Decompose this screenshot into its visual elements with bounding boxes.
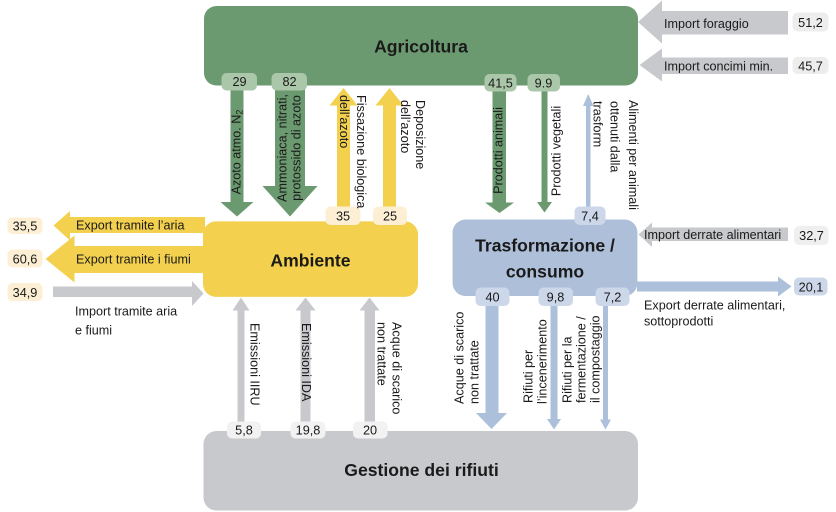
- svg-text:protossido di azoto: protossido di azoto: [290, 95, 304, 201]
- svg-text:51,2: 51,2: [798, 16, 823, 30]
- svg-text:Ammoniaca, nitrati,: Ammoniaca, nitrati,: [276, 94, 290, 202]
- svg-text:40: 40: [485, 291, 499, 305]
- svg-text:Prodotti vegetali: Prodotti vegetali: [550, 106, 564, 196]
- svg-text:Azoto atmo. N2: Azoto atmo. N2: [230, 110, 245, 195]
- svg-text:Rifiuti per: Rifiuti per: [522, 350, 536, 403]
- svg-text:32,7: 32,7: [799, 229, 824, 243]
- svg-text:Import tramite aria: Import tramite aria: [75, 305, 177, 319]
- svg-text:9.9: 9.9: [535, 77, 553, 91]
- svg-text:Ambiente: Ambiente: [270, 250, 350, 270]
- svg-text:82: 82: [282, 75, 296, 89]
- svg-text:dell’azoto: dell’azoto: [398, 100, 412, 153]
- svg-text:9,8: 9,8: [547, 291, 565, 305]
- svg-text:Export tramite l’aria: Export tramite l’aria: [76, 219, 184, 233]
- svg-text:45,7: 45,7: [798, 60, 823, 74]
- svg-text:Import derrate alimentari: Import derrate alimentari: [644, 228, 781, 242]
- svg-text:35: 35: [336, 210, 350, 224]
- svg-text:Gestione dei rifiuti: Gestione dei rifiuti: [344, 460, 498, 480]
- svg-text:35,5: 35,5: [13, 220, 38, 234]
- svg-text:25: 25: [383, 210, 397, 224]
- svg-text:Export derrate alimentari,: Export derrate alimentari,: [644, 299, 785, 313]
- svg-text:Deposizione: Deposizione: [413, 100, 427, 169]
- svg-text:Fissazione biologica: Fissazione biologica: [354, 95, 368, 208]
- svg-text:Import foraggio: Import foraggio: [664, 17, 749, 31]
- svg-text:Emissioni IIRU: Emissioni IIRU: [248, 323, 262, 406]
- svg-text:dell’azoto: dell’azoto: [337, 95, 351, 148]
- svg-text:Export tramite i fiumi: Export tramite i fiumi: [76, 253, 191, 267]
- svg-text:60,6: 60,6: [13, 253, 38, 267]
- svg-text:Rifiuti per la: Rifiuti per la: [561, 337, 575, 404]
- svg-text:Acque di scarico: Acque di scarico: [453, 312, 467, 404]
- svg-text:Acque di scarico: Acque di scarico: [390, 322, 404, 414]
- svg-text:fermentazione /: fermentazione /: [575, 316, 589, 403]
- svg-text:7,4: 7,4: [581, 210, 599, 224]
- svg-text:l’incenerimento: l’incenerimento: [536, 319, 550, 404]
- svg-text:20: 20: [363, 424, 377, 438]
- svg-text:ottenuti dalla: ottenuti dalla: [608, 101, 622, 172]
- svg-text:Trasformazione /: Trasformazione /: [475, 236, 615, 256]
- svg-text:Alimenti per animali: Alimenti per animali: [626, 100, 640, 210]
- svg-text:trasform: trasform: [591, 101, 605, 147]
- svg-text:41,5: 41,5: [488, 77, 513, 91]
- svg-text:il compostaggio: il compostaggio: [589, 315, 603, 403]
- svg-text:Agricoltura: Agricoltura: [374, 37, 468, 57]
- svg-text:20,1: 20,1: [799, 281, 824, 295]
- svg-text:7,2: 7,2: [604, 291, 622, 305]
- svg-text:non trattate: non trattate: [375, 322, 389, 386]
- svg-text:29: 29: [232, 75, 246, 89]
- svg-text:5,8: 5,8: [235, 424, 253, 438]
- svg-text:19,8: 19,8: [296, 424, 321, 438]
- svg-text:non trattate: non trattate: [468, 340, 482, 404]
- svg-text:Import concimi min.: Import concimi min.: [664, 60, 773, 74]
- svg-text:Prodotti animali: Prodotti animali: [492, 107, 506, 194]
- svg-text:e fiumi: e fiumi: [75, 324, 112, 338]
- svg-text:Emissioni IDA: Emissioni IDA: [299, 323, 313, 402]
- svg-text:34,9: 34,9: [13, 286, 38, 300]
- svg-text:consumo: consumo: [506, 262, 584, 282]
- svg-text:sottoprodotti: sottoprodotti: [644, 315, 713, 329]
